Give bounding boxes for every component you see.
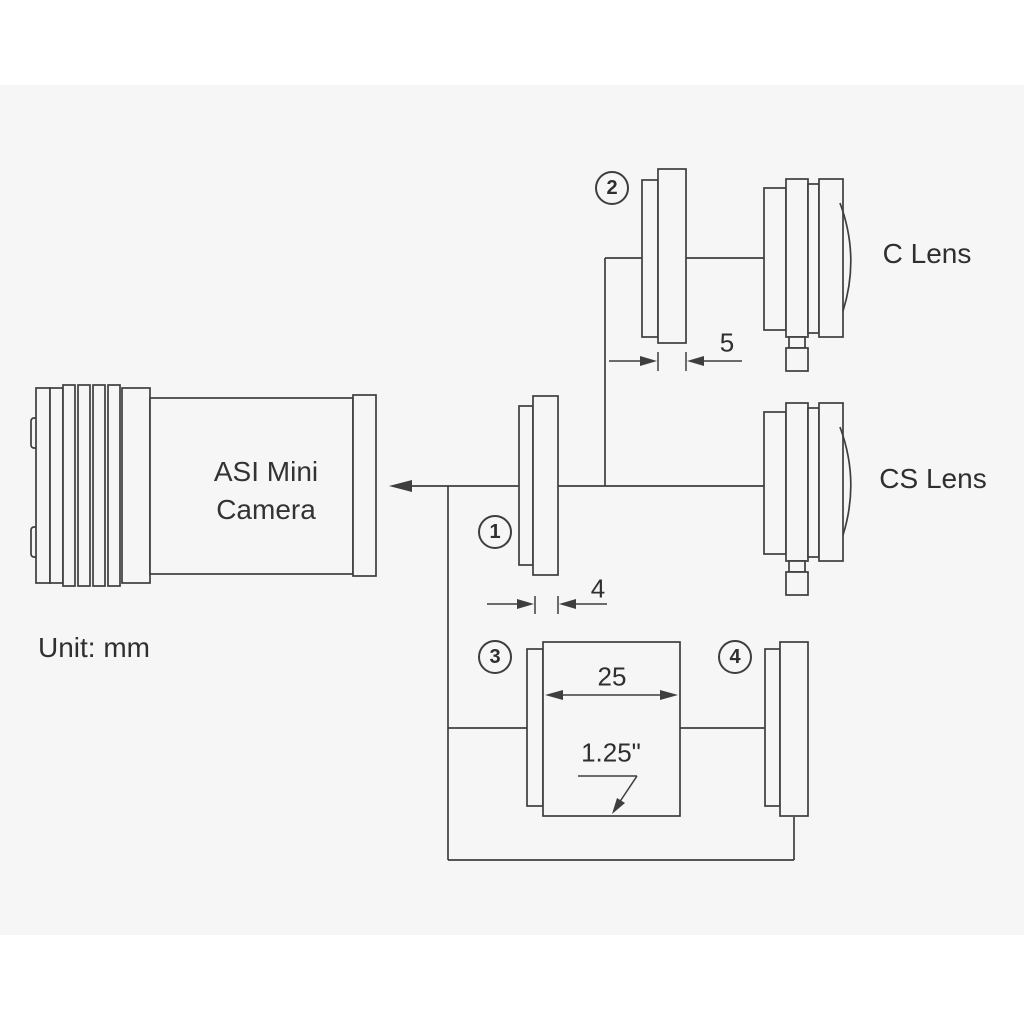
callout-1-number: 1 [489,520,501,543]
c-lens-drawing [763,178,852,372]
callout-4-number: 4 [729,645,741,668]
adapter-4-barrel [779,641,809,817]
camera-body [149,397,354,575]
cs-lens-drawing [763,402,852,596]
heatsink-fin [107,384,121,587]
adapter-4-drawing [764,641,809,817]
cs-lens-label: CS Lens [879,463,987,494]
arrow-to-camera-icon [389,480,412,492]
camera-label-line2: Camera [216,494,316,525]
camera-label-line1: ASI Mini [213,456,319,487]
unit-note: Unit: mm [38,632,150,663]
callout-3-number: 3 [489,645,501,668]
callout-4: 4 [718,640,752,674]
adapter-2-barrel [657,168,687,344]
dimension-25-graphics [545,690,678,700]
callout-2-number: 2 [606,176,618,199]
nosepiece-barrel [542,641,681,817]
adapter-2-flange [641,179,659,338]
dimension-5-graphics [609,352,742,371]
heatsink-slab [35,387,51,584]
camera-front-plate [352,394,377,577]
nosepiece-drawing [526,641,681,817]
callout-1: 1 [478,515,512,549]
adapter-1-drawing [518,395,559,576]
dimension-25-label: 25 [597,661,627,692]
asi-mini-camera-drawing [30,384,377,587]
adapter-2-drawing [641,168,687,344]
camera-label: ASI Mini Camera [214,453,318,529]
adapter-1-flange [518,405,534,566]
heatsink-fin [77,384,91,587]
leader-1-25-graphics [578,775,638,814]
connector-lines [389,257,795,861]
callout-2: 2 [595,171,629,205]
adapter-1-barrel [532,395,559,576]
dimension-1-25-label: 1.25" [581,737,641,768]
c-lens-label: C Lens [882,238,972,269]
nosepiece-flange [526,648,544,807]
dimension-5-label: 5 [719,327,735,358]
callout-3: 3 [478,640,512,674]
dimension-4-label: 4 [590,573,606,604]
heatsink-collar [121,387,151,584]
heatsink-fin [92,384,106,587]
adapter-4-flange [764,648,781,807]
heatsink-slab [49,387,64,584]
dimension-4-graphics [487,596,607,614]
heatsink-fin [62,384,76,587]
